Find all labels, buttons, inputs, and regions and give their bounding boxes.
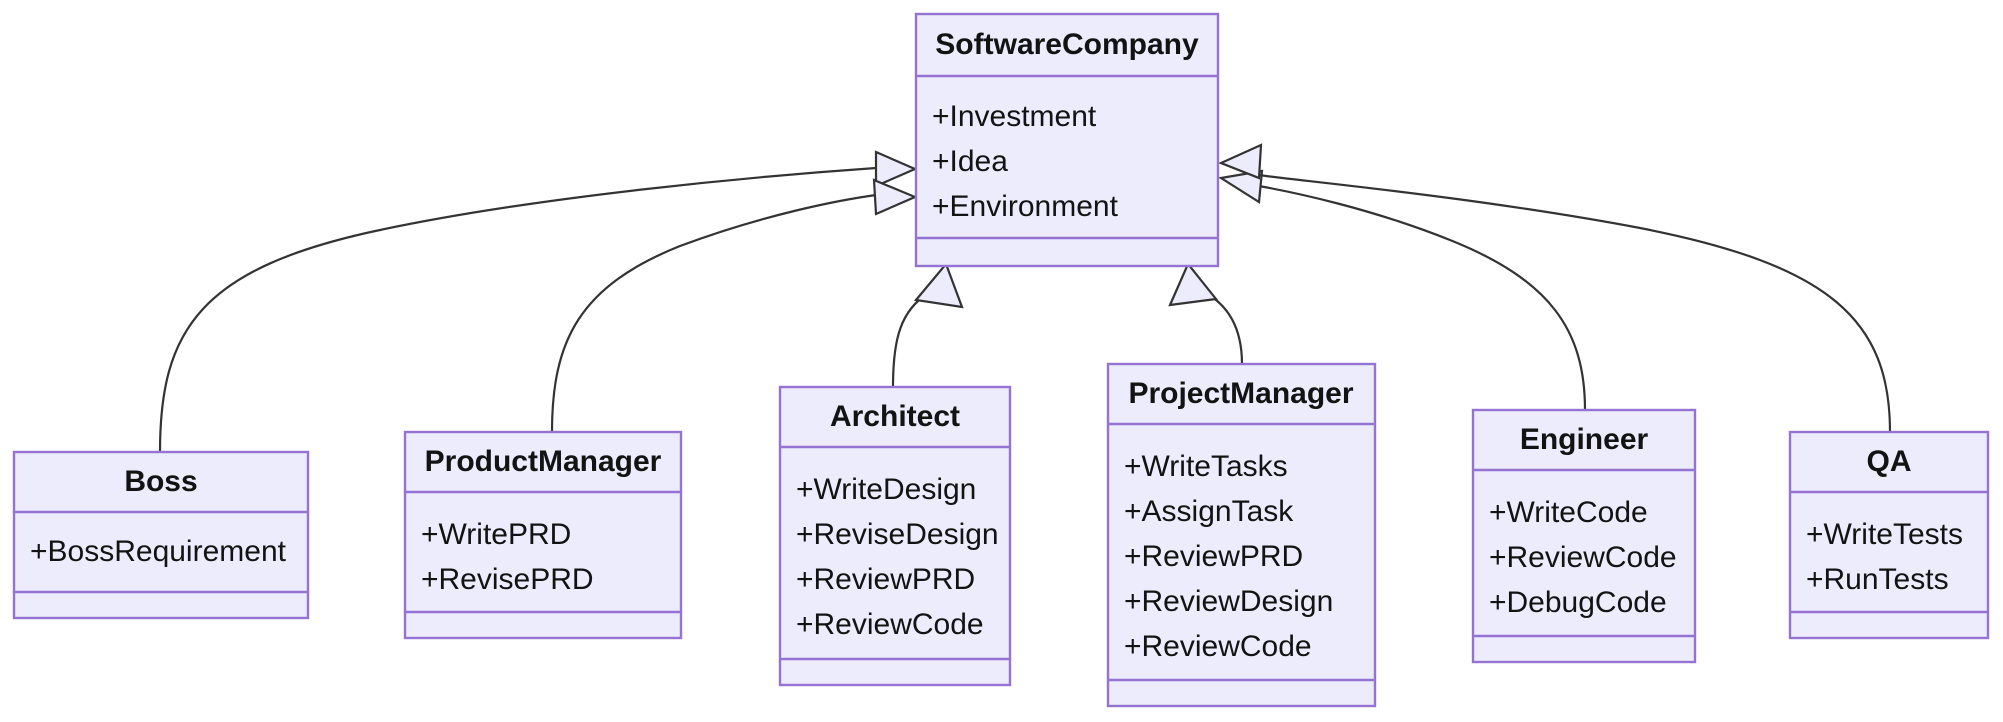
class-member: +ReviewCode [796, 608, 984, 641]
class-title: ProjectManager [1128, 377, 1353, 410]
relation-engineer-to-softwarecompany [1217, 169, 1587, 411]
inheritance-arrowhead-icon [1217, 169, 1264, 204]
class-title: Boss [124, 465, 197, 498]
class-title: Engineer [1520, 423, 1649, 456]
inheritance-arrowhead-icon [874, 150, 918, 188]
relation-architect-to-softwarecompany [891, 261, 964, 388]
relation-line [1201, 290, 1244, 365]
class-title: ProductManager [425, 445, 662, 478]
class-box-frame [1471, 408, 1697, 664]
class-title: QA [1867, 445, 1912, 478]
inheritance-arrowhead-icon [872, 178, 918, 216]
relation-projectmanager-to-softwarecompany [1168, 261, 1244, 365]
relation-qa-to-softwarecompany [1218, 143, 1892, 433]
class-member: +ReviewCode [1489, 541, 1677, 574]
class-member: +WriteTasks [1124, 450, 1288, 483]
class-member: +WriteCode [1489, 496, 1648, 529]
class-node-product-manager[interactable]: ProductManager +WritePRD +RevisePRD [403, 430, 683, 640]
class-node-project-manager[interactable]: ProjectManager +WriteTasks +AssignTask +… [1106, 362, 1377, 708]
class-box-frame [1106, 362, 1377, 708]
class-member: +Environment [932, 190, 1119, 223]
class-member: +WriteDesign [796, 473, 976, 506]
relation-line [891, 291, 931, 388]
class-box-frame [12, 450, 310, 620]
class-member: +Investment [932, 100, 1097, 133]
class-node-architect[interactable]: Architect +WriteDesign +ReviseDesign +Re… [778, 385, 1012, 687]
class-member: +Idea [932, 145, 1008, 178]
relations-layer [158, 143, 1892, 453]
class-node-software-company[interactable]: SoftwareCompany +Investment +Idea +Envir… [914, 12, 1220, 268]
class-member: +DebugCode [1489, 586, 1667, 619]
class-member: +ReviseDesign [796, 518, 999, 551]
class-member: +ReviewPRD [1124, 540, 1303, 573]
class-member: +RevisePRD [421, 563, 594, 596]
relation-line [550, 193, 877, 433]
relation-productmanager-to-softwarecompany [550, 178, 918, 433]
relation-line [158, 166, 877, 453]
class-box-frame [1788, 430, 1990, 640]
class-title: Architect [830, 400, 960, 433]
class-member: +RunTests [1806, 563, 1949, 596]
class-member: +WriteTests [1806, 518, 1963, 551]
class-node-boss[interactable]: Boss +BossRequirement [12, 450, 310, 620]
class-member: +ReviewPRD [796, 563, 975, 596]
class-member: +AssignTask [1124, 495, 1294, 528]
class-member: +ReviewDesign [1124, 585, 1333, 618]
class-box-frame [778, 385, 1012, 687]
class-title: SoftwareCompany [935, 28, 1199, 61]
class-node-qa[interactable]: QA +WriteTests +RunTests [1788, 430, 1990, 640]
inheritance-arrowhead-icon [1168, 261, 1219, 307]
class-member: +WritePRD [421, 518, 571, 551]
inheritance-arrowhead-icon [913, 261, 964, 309]
class-member: +ReviewCode [1124, 630, 1312, 663]
relation-line [1258, 173, 1892, 433]
relation-line [1258, 184, 1587, 411]
class-box-frame [403, 430, 683, 640]
inheritance-arrowhead-icon [1218, 143, 1263, 180]
relation-boss-to-softwarecompany [158, 150, 918, 453]
class-node-engineer[interactable]: Engineer +WriteCode +ReviewCode +DebugCo… [1471, 408, 1697, 664]
class-member: +BossRequirement [30, 535, 287, 568]
class-box-frame [914, 12, 1220, 268]
